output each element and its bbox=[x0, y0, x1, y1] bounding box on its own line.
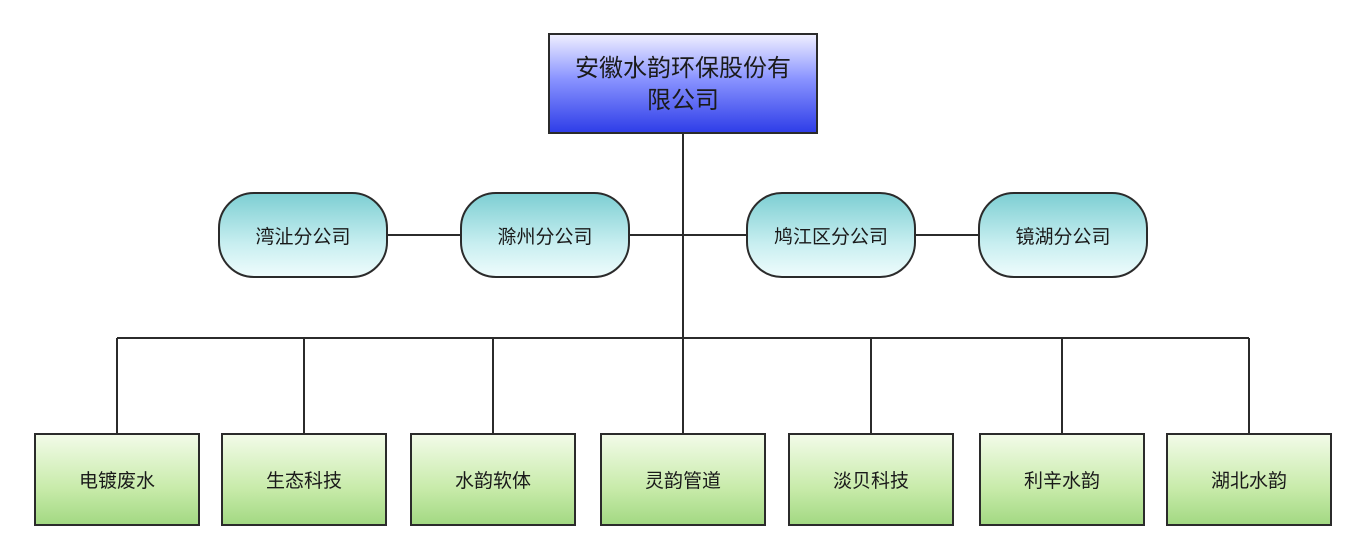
subsidiary-node: 灵韵管道 bbox=[600, 433, 766, 526]
subsidiary-label: 利辛水韵 bbox=[1023, 470, 1100, 492]
branch-label: 湾沚分公司 bbox=[255, 225, 351, 248]
subsidiary-label: 生态科技 bbox=[265, 470, 342, 492]
subsidiary-node: 湖北水韵 bbox=[1166, 433, 1332, 526]
subsidiary-node: 利辛水韵 bbox=[979, 433, 1145, 526]
subsidiary-node: 电镀废水 bbox=[34, 433, 200, 526]
branch-label: 滁州分公司 bbox=[497, 225, 593, 248]
branch-node-jinghu: 镜湖分公司 bbox=[978, 192, 1148, 278]
branch-label: 镜湖分公司 bbox=[1015, 225, 1111, 248]
subsidiary-label: 水韵软体 bbox=[454, 470, 531, 492]
branch-label: 鸠江区分公司 bbox=[773, 225, 888, 248]
subsidiary-node: 淡贝科技 bbox=[788, 433, 954, 526]
subsidiary-node: 水韵软体 bbox=[410, 433, 576, 526]
subsidiary-label: 湖北水韵 bbox=[1210, 470, 1287, 492]
branch-node-jiujiang: 鸠江区分公司 bbox=[746, 192, 916, 278]
branch-node-wanzhi: 湾沚分公司 bbox=[218, 192, 388, 278]
subsidiary-label: 淡贝科技 bbox=[832, 470, 909, 492]
branch-node-chuzhou: 滁州分公司 bbox=[460, 192, 630, 278]
company-root-label: 安徽水韵环保股份有限公司 bbox=[575, 53, 791, 114]
company-root-node: 安徽水韵环保股份有限公司 bbox=[548, 33, 818, 134]
subsidiary-node: 生态科技 bbox=[221, 433, 387, 526]
subsidiary-label: 电镀废水 bbox=[78, 470, 155, 492]
subsidiary-label: 灵韵管道 bbox=[644, 470, 721, 492]
